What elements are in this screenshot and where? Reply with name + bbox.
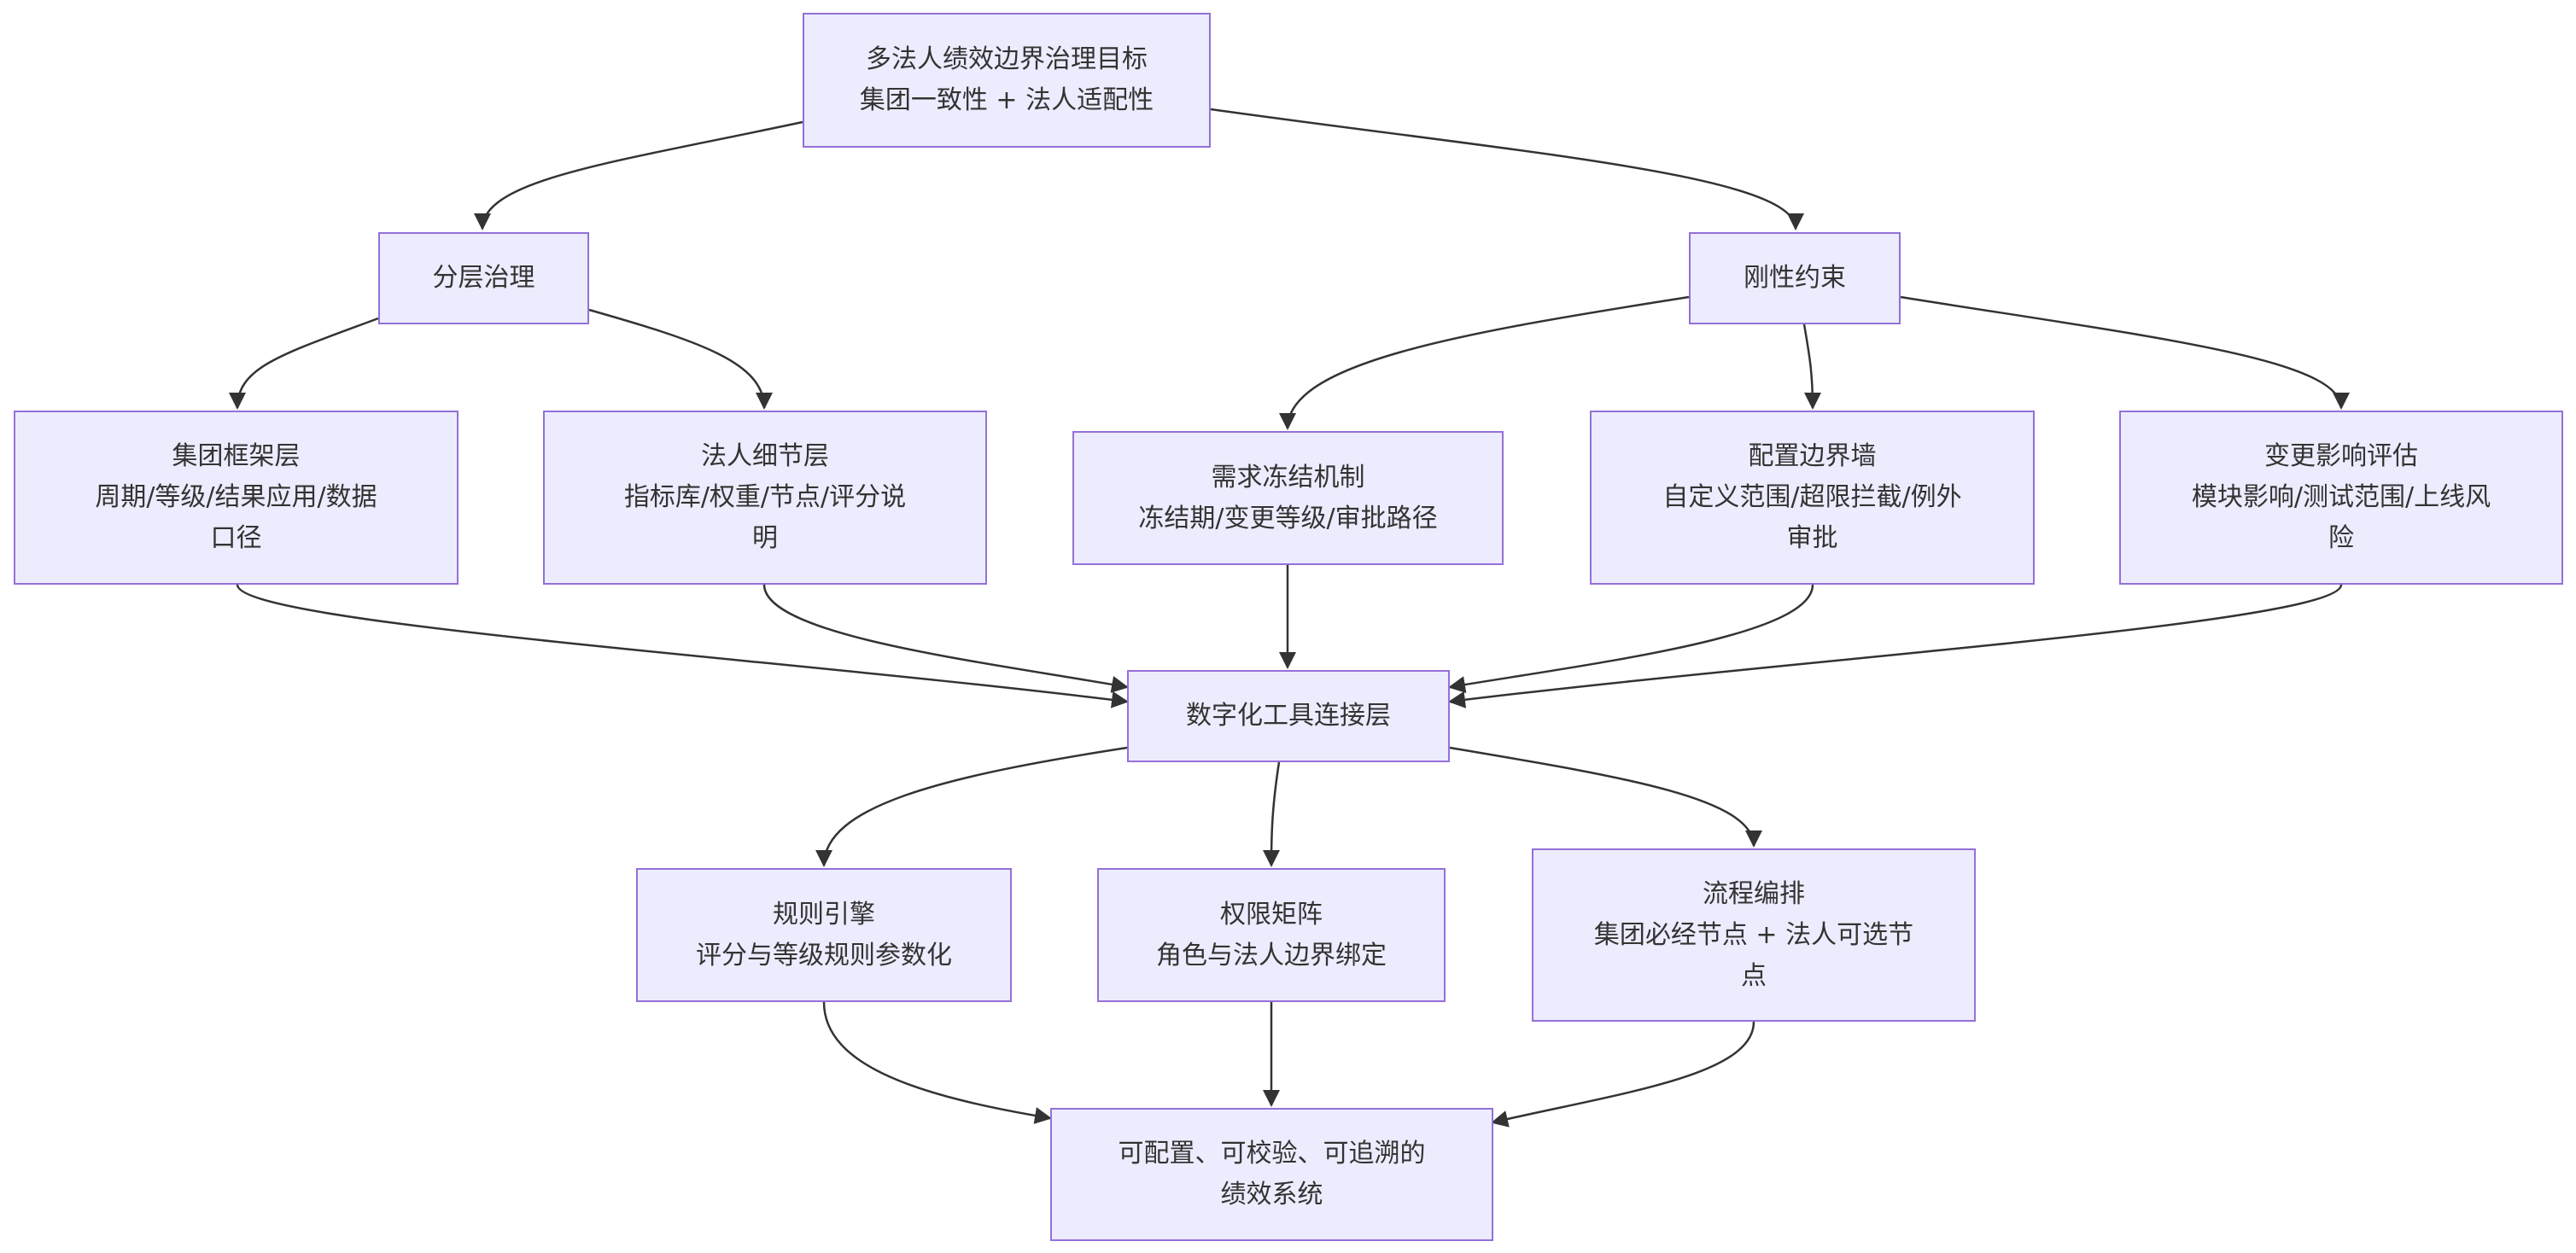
node-digital-tool-layer: 数字化工具连接层 — [1127, 670, 1450, 762]
edge-digital-to-flow — [1449, 746, 1762, 848]
node-text-line: 变更影响评估 — [2264, 441, 2418, 471]
node-text-line: 法人细节层 — [701, 441, 829, 471]
node-result-system: 可配置、可校验、可追溯的绩效系统 — [1050, 1108, 1493, 1241]
node-text-line: 数字化工具连接层 — [1186, 701, 1391, 731]
node-text-line: 集团必经节点 + 法人可选节 — [1593, 919, 1914, 950]
node-text-line: 配置边界墙 — [1748, 441, 1877, 471]
node-layered-governance: 分层治理 — [378, 232, 589, 324]
node-text-line: 流程编排 — [1703, 878, 1805, 909]
node-rigid-constraints: 刚性约束 — [1689, 232, 1901, 324]
node-text-line: 险 — [2328, 523, 2354, 553]
node-text-line: 绩效系统 — [1220, 1180, 1323, 1209]
node-text-line: 明 — [752, 523, 778, 553]
node-text-line: 集团一致性 + 法人适配性 — [859, 85, 1154, 115]
node-goal: 多法人绩效边界治理目标集团一致性 + 法人适配性 — [803, 13, 1211, 148]
edge-goal-to-rigid — [1210, 108, 1804, 230]
edge-digital-to-rules — [815, 746, 1128, 867]
node-change-impact-assessment: 变更影响评估模块影响/测试范围/上线风险 — [2119, 411, 2563, 585]
edge-rigid-to-freeze — [1279, 295, 1690, 430]
node-text-line: 周期/等级/结果应用/数据 — [95, 482, 377, 512]
node-group-framework-layer: 集团框架层周期/等级/结果应用/数据口径 — [14, 411, 459, 585]
node-requirement-freeze: 需求冻结机制冻结期/变更等级/审批路径 — [1072, 431, 1504, 565]
node-text-line: 评分与等级规则参数化 — [696, 940, 952, 970]
edge-rigid-to-impact — [1900, 295, 2350, 410]
edge-layered-to-entity — [588, 308, 773, 410]
node-text-line: 规则引擎 — [773, 899, 875, 930]
edge-entity-to-digital — [762, 584, 1129, 693]
edge-digital-to-perm — [1263, 761, 1281, 867]
node-text-line: 多法人绩效边界治理目标 — [866, 44, 1148, 74]
node-text-line: 权限矩阵 — [1220, 899, 1323, 930]
node-process-orchestration: 流程编排集团必经节点 + 法人可选节点 — [1532, 848, 1976, 1022]
node-text-line: 刚性约束 — [1744, 263, 1846, 293]
node-config-boundary-wall: 配置边界墙自定义范围/超限拦截/例外审批 — [1590, 411, 2035, 585]
node-text-line: 点 — [1741, 960, 1767, 991]
edge-layered-to-group — [229, 317, 379, 410]
edge-impact-to-digital — [1448, 584, 2343, 708]
node-rule-engine: 规则引擎评分与等级规则参数化 — [636, 868, 1012, 1002]
edge-group-to-digital — [236, 584, 1129, 708]
node-text-line: 可配置、可校验、可追溯的 — [1118, 1139, 1426, 1168]
node-text-line: 自定义范围/超限拦截/例外 — [1662, 482, 1962, 512]
node-entity-detail-layer: 法人细节层指标库/权重/节点/评分说明 — [543, 411, 987, 585]
node-text-line: 审批 — [1786, 523, 1838, 553]
node-text-line: 集团框架层 — [172, 441, 301, 471]
edge-rules-to-result — [822, 1001, 1052, 1124]
node-text-line: 口径 — [210, 523, 262, 553]
edge-goal-to-layered — [474, 120, 803, 230]
node-text-line: 冻结期/变更等级/审批路径 — [1138, 503, 1438, 533]
node-text-line: 分层治理 — [432, 263, 535, 293]
node-permission-matrix: 权限矩阵角色与法人边界绑定 — [1097, 868, 1446, 1002]
node-text-line: 指标库/权重/节点/评分说 — [623, 482, 907, 512]
edge-flow-to-result — [1491, 1021, 1755, 1128]
node-text-line: 需求冻结机制 — [1211, 462, 1365, 492]
edge-boundary-to-digital — [1448, 584, 1814, 693]
edge-rigid-to-boundary — [1802, 323, 1821, 410]
node-text-line: 角色与法人边界绑定 — [1156, 940, 1387, 970]
node-text-line: 模块影响/测试范围/上线风 — [2191, 482, 2491, 512]
